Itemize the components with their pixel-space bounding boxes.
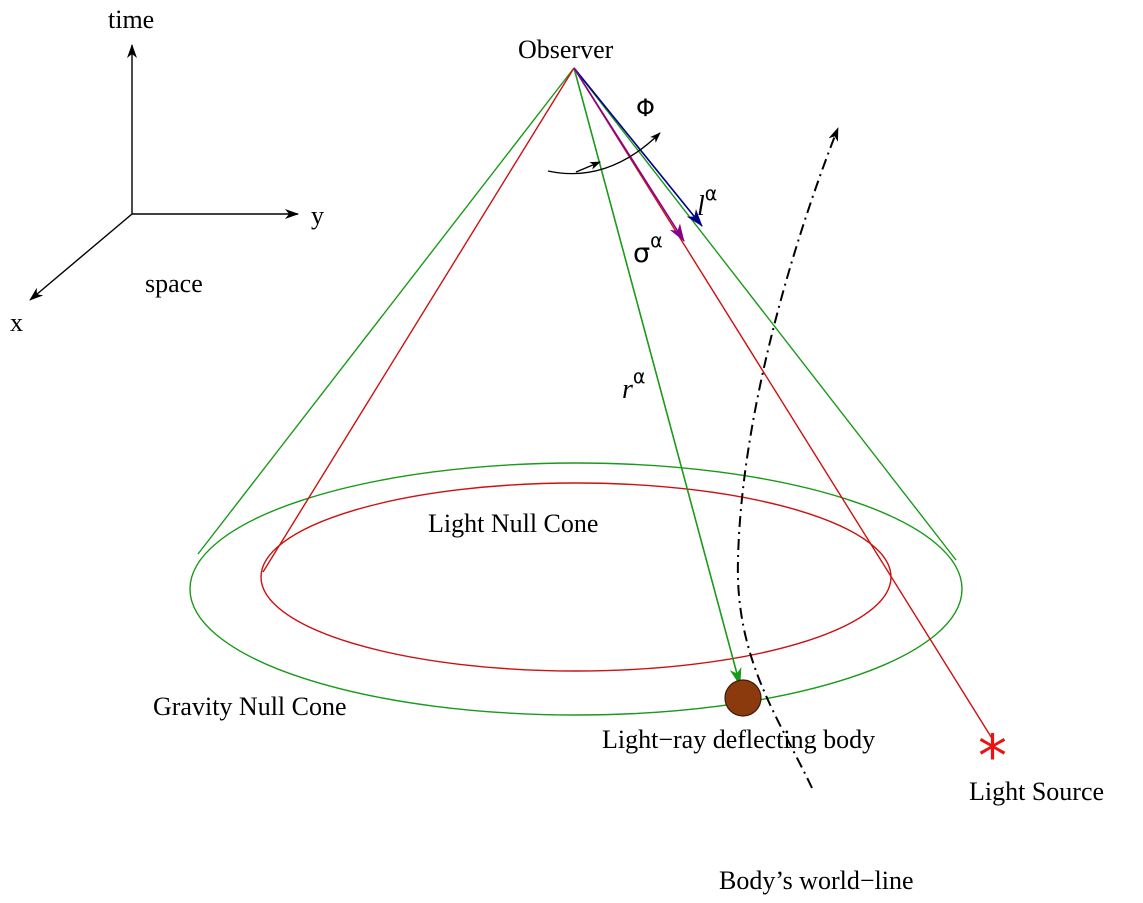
observer-label: Observer	[518, 35, 614, 64]
coordinate-axes: time y x space	[10, 5, 324, 337]
deflecting-body-label: Light−ray deflecting body	[602, 725, 875, 754]
light-null-cone	[260, 67, 994, 741]
light-cone-left-edge	[262, 67, 575, 573]
sigma-alpha-label: σα	[633, 230, 663, 269]
body-world-line	[736, 127, 839, 789]
deflecting-body	[724, 679, 762, 717]
r-alpha-vector	[573, 67, 742, 686]
sigma-alpha-vector	[573, 67, 685, 242]
l-alpha-label: lα	[697, 183, 717, 222]
l-alpha-vector	[573, 67, 703, 227]
gravity-cone-base	[189, 462, 963, 716]
light-source-star-icon: *	[978, 722, 1007, 790]
world-line-label: Body’s world−line	[719, 866, 914, 895]
light-ray-to-source	[573, 67, 994, 741]
phi-angle-arc	[547, 132, 661, 175]
x-axis-label: x	[10, 308, 23, 337]
r-alpha-label: rα	[622, 366, 645, 405]
gravity-cone-left-edge	[197, 67, 575, 555]
y-axis-label: y	[311, 201, 324, 230]
x-axis	[29, 213, 133, 301]
time-axis-label: time	[108, 5, 154, 34]
light-null-cone-label: Light Null Cone	[428, 509, 598, 538]
gravity-null-cone	[189, 67, 963, 716]
light-source-label: Light Source	[969, 777, 1104, 806]
gravity-cone-right-edge	[573, 67, 957, 561]
phi-angle-tick	[575, 161, 601, 173]
gravity-null-cone-label: Gravity Null Cone	[153, 692, 347, 721]
space-label: space	[145, 269, 203, 298]
phi-label: Φ	[636, 94, 655, 122]
